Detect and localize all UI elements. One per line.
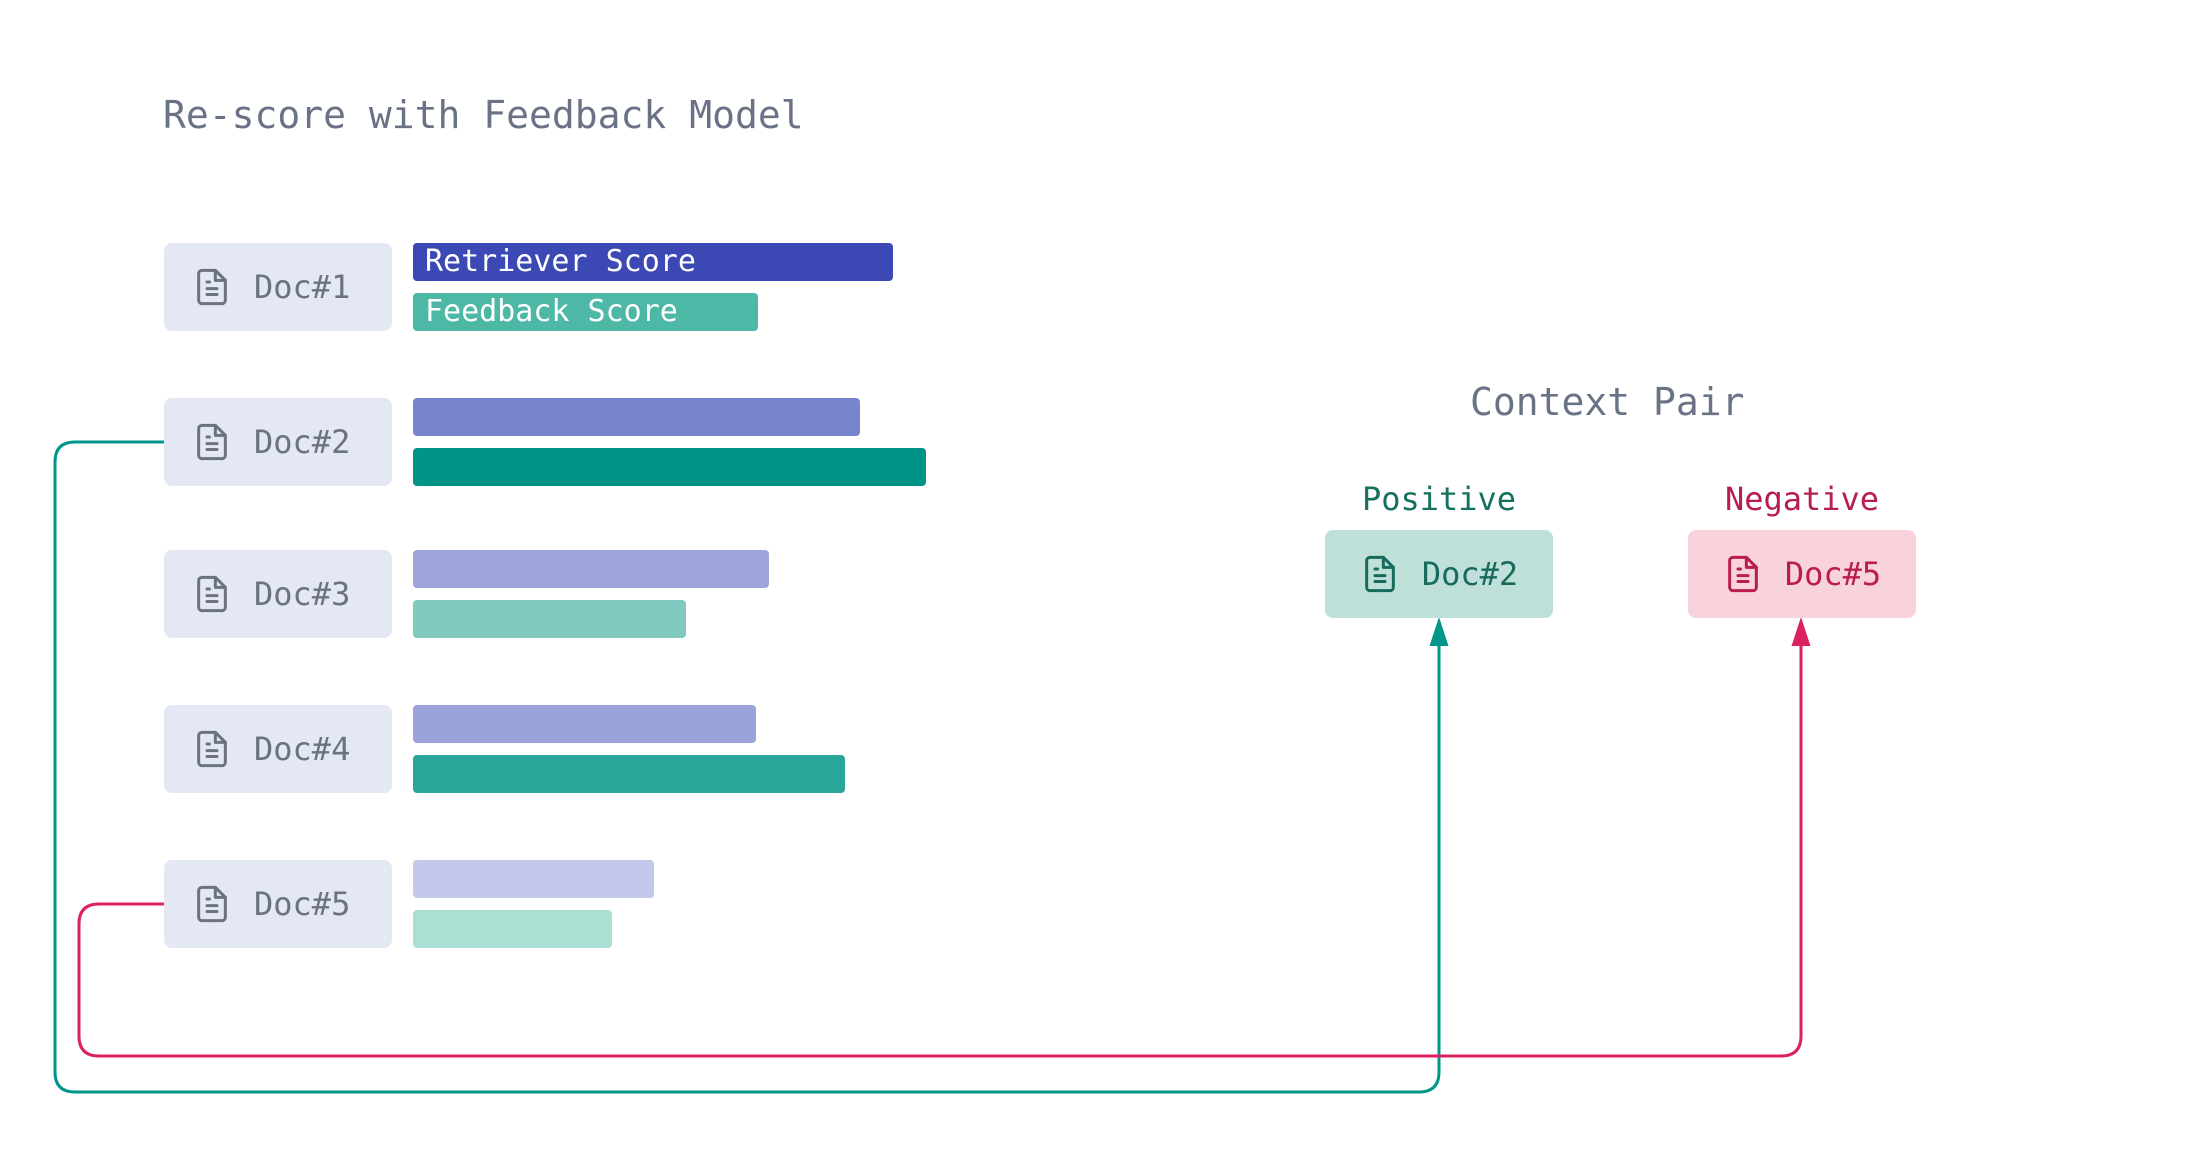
feedback-score-bar (413, 448, 926, 486)
doc-chip-label: Doc#3 (254, 575, 351, 613)
doc-chip-label: Doc#4 (254, 730, 351, 768)
doc-chip: Doc#1 (164, 243, 392, 331)
retriever-score-bar (413, 705, 756, 743)
doc-row: Doc#4 (0, 705, 2194, 793)
doc-row: Doc#3 (0, 550, 2194, 638)
positive-chip: Doc#2 (1325, 530, 1553, 618)
negative-caption: Negative (1724, 480, 1880, 518)
retriever-score-bar (413, 398, 860, 436)
context-pair-title: Context Pair (1470, 380, 1745, 424)
negative-chip: Doc#5 (1688, 530, 1916, 618)
negative-chip-label: Doc#5 (1784, 555, 1882, 593)
negative-connector-line (77, 645, 1803, 1058)
doc-chip-label: Doc#5 (254, 885, 351, 923)
document-icon (1727, 555, 1758, 593)
doc-row: Doc#2 (0, 398, 2194, 486)
doc-chip-label: Doc#1 (254, 268, 351, 306)
doc-row: Doc#5 (0, 860, 2194, 948)
positive-caption: Positive (1361, 480, 1517, 518)
document-icon (197, 575, 227, 613)
document-icon (197, 268, 227, 306)
retriever-score-bar (413, 860, 654, 898)
document-icon (197, 423, 227, 461)
feedback-score-bar (413, 600, 686, 638)
doc-chip: Doc#4 (164, 705, 392, 793)
page-title: Re-score with Feedback Model (163, 93, 804, 137)
doc-chip-label: Doc#2 (254, 423, 351, 461)
doc-chip: Doc#2 (164, 398, 392, 486)
negative-arrow-head-icon (1791, 617, 1811, 646)
feedback-score-bar-label: Feedback Score (425, 294, 678, 329)
doc-chip: Doc#5 (164, 860, 392, 948)
retriever-score-bar: Retriever Score (413, 243, 893, 281)
feedback-score-bar: Feedback Score (413, 293, 758, 331)
retriever-score-bar (413, 550, 769, 588)
document-icon (197, 730, 227, 768)
doc-row: Doc#1 Retriever Score Feedback Score (0, 243, 2194, 331)
positive-arrow-head-icon (1429, 617, 1449, 646)
positive-connector-line (53, 440, 1441, 1094)
doc-chip: Doc#3 (164, 550, 392, 638)
retriever-score-bar-label: Retriever Score (425, 244, 696, 279)
document-icon (1364, 555, 1395, 593)
document-icon (197, 885, 227, 923)
feedback-score-bar (413, 910, 612, 948)
positive-chip-label: Doc#2 (1421, 555, 1519, 593)
feedback-score-bar (413, 755, 845, 793)
